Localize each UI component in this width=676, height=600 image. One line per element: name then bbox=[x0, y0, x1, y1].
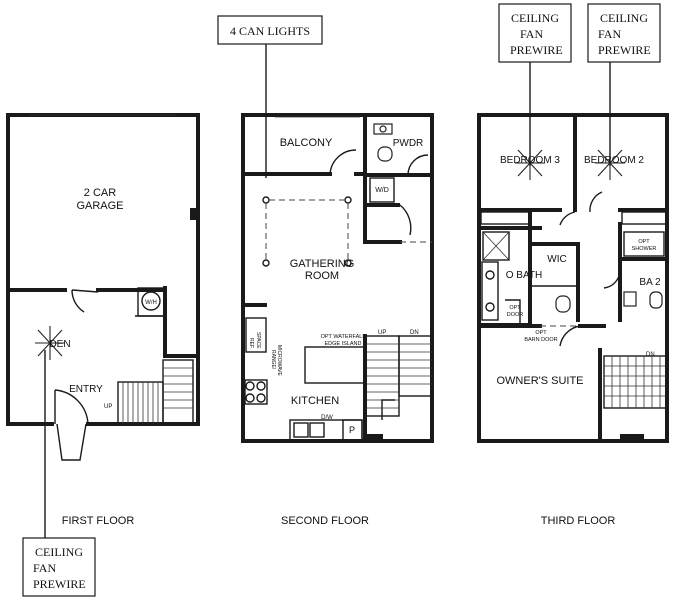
first-floor-plan: W/H bbox=[6, 113, 200, 461]
callout-fan-prewire-bedroom3: CEILING FAN PREWIRE bbox=[498, 3, 572, 166]
obath-sinks bbox=[481, 261, 499, 321]
fan-prewire-c-line2: FAN bbox=[598, 27, 621, 41]
can-lights-label: 4 CAN LIGHTS bbox=[230, 24, 310, 38]
callout-can-lights: 4 CAN LIGHTS bbox=[217, 15, 323, 178]
opt-door-label-1: OPT bbox=[509, 305, 521, 311]
callout-fan-prewire-bedroom2: CEILING FAN PREWIRE bbox=[587, 3, 661, 166]
second-floor-dn: DN bbox=[410, 330, 419, 336]
garage-label-1: 2 CAR bbox=[84, 187, 116, 199]
first-floor-caption: FIRST FLOOR bbox=[62, 515, 135, 527]
fan-prewire-a-line2: FAN bbox=[33, 561, 56, 575]
wh-label: W/H bbox=[145, 300, 157, 306]
waterfall-label-1: OPT WATERFALL bbox=[321, 334, 366, 340]
callout-fan-prewire-den: CEILING FAN PREWIRE bbox=[22, 350, 96, 597]
barn-door-label-2: BARN DOOR bbox=[524, 337, 557, 343]
bedroom3-label: BEDROOM 3 bbox=[500, 155, 560, 166]
first-floor-stairs bbox=[117, 359, 194, 425]
balcony-label: BALCONY bbox=[280, 137, 333, 149]
third-floor-dn: DN bbox=[646, 352, 655, 358]
owners-suite-label: OWNER'S SUITE bbox=[496, 375, 583, 387]
first-floor-up: UP bbox=[104, 404, 112, 410]
dw-label: D/W bbox=[321, 415, 333, 421]
gathering-label-2: ROOM bbox=[305, 270, 339, 282]
bedroom3-fan-icon bbox=[515, 147, 545, 180]
wd-label: W/D bbox=[375, 187, 389, 194]
second-floor-up: UP bbox=[378, 330, 386, 336]
second-floor-plan: BALCONY PWDR W/D GATHERING ROOM OPT WATE… bbox=[241, 113, 434, 443]
fan-prewire-b-line1: CEILING bbox=[511, 11, 559, 25]
pwdr-label: PWDR bbox=[393, 138, 424, 149]
bedroom2-fan-icon bbox=[595, 147, 625, 180]
third-floor-plan: BEDROOM 3 BEDROOM 2 O BATH WIC OPT SHOWE… bbox=[477, 113, 669, 443]
can-lights bbox=[262, 196, 352, 267]
entry-label: ENTRY bbox=[69, 384, 103, 395]
waterfall-label-2: EDGE ISLAND bbox=[325, 341, 362, 347]
fan-prewire-a-line1: CEILING bbox=[35, 545, 83, 559]
bedroom2-label: BEDROOM 2 bbox=[584, 155, 644, 166]
gathering-label-1: GATHERING bbox=[290, 258, 355, 270]
pantry-label: P bbox=[349, 425, 355, 435]
fan-prewire-b-line3: PREWIRE bbox=[510, 43, 563, 57]
obath-label: O BATH bbox=[506, 270, 542, 281]
second-floor-stairs bbox=[363, 334, 433, 443]
garage-label-2: GARAGE bbox=[76, 200, 123, 212]
den-fan-icon bbox=[35, 326, 65, 360]
fan-prewire-a-line3: PREWIRE bbox=[33, 577, 86, 591]
range-burners bbox=[244, 379, 268, 405]
second-floor-caption: SECOND FLOOR bbox=[281, 515, 369, 527]
opt-door-label-2: DOOR bbox=[507, 312, 524, 318]
space-label: SPACE bbox=[255, 332, 261, 349]
fan-prewire-c-line1: CEILING bbox=[600, 11, 648, 25]
den-label: DEN bbox=[49, 339, 70, 350]
opt-shower-label-1: OPT bbox=[638, 239, 650, 245]
kitchen-label: KITCHEN bbox=[291, 395, 339, 407]
fan-prewire-c-line3: PREWIRE bbox=[598, 43, 651, 57]
ref-label: REF. bbox=[248, 338, 254, 349]
third-floor-stairs bbox=[598, 348, 667, 443]
range-label: RANGE/ bbox=[270, 350, 276, 370]
barn-door-label-1: OPT bbox=[535, 330, 547, 336]
opt-shower-label-2: SHOWER bbox=[632, 246, 657, 252]
microwave-label: MICROWAVE bbox=[276, 345, 282, 376]
fan-prewire-b-line2: FAN bbox=[520, 27, 543, 41]
ba2-label: BA 2 bbox=[639, 277, 661, 288]
wic-label: WIC bbox=[547, 254, 566, 265]
third-floor-caption: THIRD FLOOR bbox=[541, 515, 616, 527]
